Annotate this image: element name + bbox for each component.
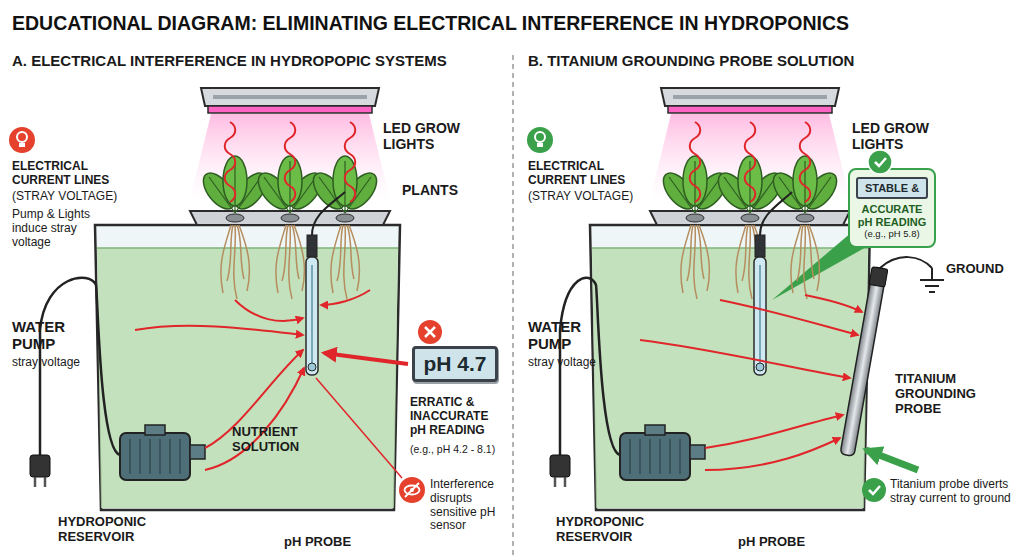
part-label: HYDROPONIC RESERVOIR (58, 515, 173, 545)
plant-tray (650, 156, 850, 299)
probe-cable (312, 192, 345, 235)
check-icon (868, 150, 892, 174)
ground-cable (880, 257, 932, 268)
power-plug (550, 455, 570, 487)
light-icon (527, 127, 553, 153)
part-label: GROUND (946, 262, 1004, 277)
stray-current-line (800, 122, 811, 202)
ph-display: pH 4.7 (412, 346, 498, 382)
light-icon (9, 127, 35, 153)
reading-range: (e.g., pH 4.2 - 8.1) (410, 443, 512, 455)
stray-current-line (225, 122, 236, 202)
stray-current-line (345, 122, 356, 202)
ph-display: STABLE & (856, 177, 928, 199)
power-plug (30, 455, 50, 487)
current-label: ELECTRICAL CURRENT LINES (528, 160, 663, 188)
reading-callout: ACCURATE pH READING(e.g., pH 5.8) STABLE … (848, 168, 936, 248)
interference-arrow (324, 353, 408, 364)
current-label: (STRAY VOLTAGE) (12, 190, 117, 204)
panel-a-illustration (9, 88, 442, 510)
part-label: PLANTS (402, 182, 458, 198)
current-label: ELECTRICAL CURRENT LINES (12, 160, 147, 188)
water-pump (120, 425, 205, 480)
water-surface (592, 247, 868, 249)
ph-probe (306, 235, 318, 375)
reservoir-tank (95, 225, 400, 510)
panel-divider (512, 55, 514, 555)
solution-arrow (866, 450, 918, 470)
part-label: pH PROBE (738, 535, 805, 550)
node-text: pH 4.7 (423, 352, 486, 376)
leader-line (316, 378, 402, 478)
plant-tray (190, 156, 390, 299)
annotation: Pump & Lights induce stray voltage (12, 208, 100, 249)
stray-current-line (745, 122, 756, 202)
node-subtext: (e.g., pH 5.8) (853, 228, 931, 239)
probe-cable (760, 192, 792, 235)
part-label: TITANIUM GROUNDING PROBE (895, 372, 995, 417)
part-label: WATER PUMP (12, 318, 84, 353)
stray-current-arrows (135, 290, 370, 470)
part-label: LED GROW LIGHTS (383, 120, 468, 152)
node-text: ACCURATE pH READING (853, 203, 931, 228)
panel-heading: A. ELECTRICAL INTERFERENCE IN HYDROPOPIC… (12, 52, 447, 69)
check-icon (862, 478, 886, 502)
ground-symbol (920, 268, 944, 292)
reading-label: ERRATIC & INACCURATE pH READING (410, 396, 502, 437)
part-label: NUTRIENT SOLUTION (232, 425, 322, 455)
annotation: stray voltage (12, 356, 80, 370)
part-label: LED GROW LIGHTS (852, 120, 937, 152)
annotation: Titanium probe diverts stray current to … (890, 478, 1018, 506)
stray-current-line (285, 122, 296, 202)
panel-heading: B. TITANIUM GROUNDING PROBE SOLUTION (528, 52, 854, 69)
eye-slash-icon (399, 477, 425, 503)
annotation: Interference disrupts sensitive pH senso… (430, 478, 512, 533)
part-label: HYDROPONIC RESERVOIR (556, 515, 671, 545)
titanium-probe (839, 267, 888, 457)
part-label: WATER PUMP (528, 318, 600, 353)
reservoir-tank (590, 225, 870, 510)
water-pump (620, 425, 705, 480)
diverted-current-arrows (640, 295, 862, 470)
panel-b-illustration (527, 88, 944, 510)
diagram-title: EDUCATIONAL DIAGRAM: ELIMINATING ELECTRI… (12, 12, 849, 35)
nutrient-water (592, 248, 868, 508)
part-label: pH PROBE (284, 535, 351, 550)
node-text: STABLE & (865, 182, 919, 194)
ph-probe (754, 235, 766, 375)
current-label: (STRAY VOLTAGE) (528, 190, 633, 204)
annotation: stray voltage (528, 356, 596, 370)
water-surface (97, 247, 398, 249)
error-icon (418, 320, 442, 344)
stray-current-line (690, 122, 701, 202)
